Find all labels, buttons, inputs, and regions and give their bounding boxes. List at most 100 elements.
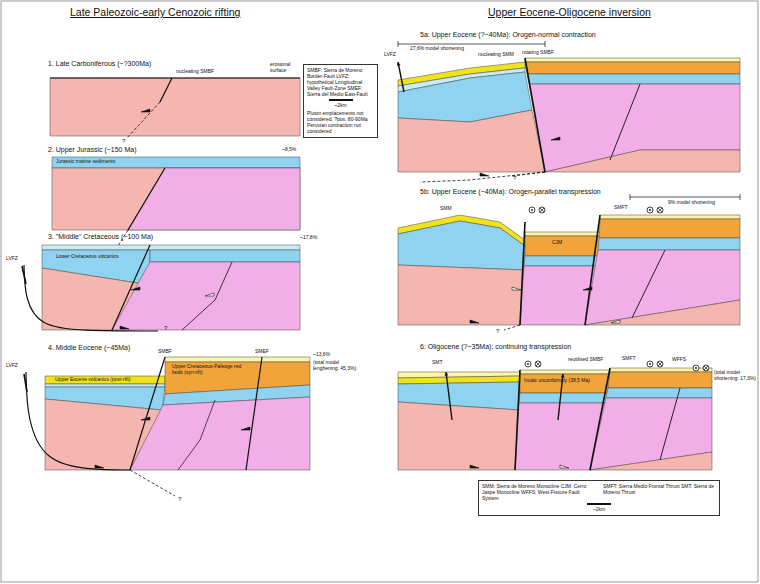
fault-label: SMFT (614, 205, 628, 211)
out-of-plane-symbol (529, 207, 535, 213)
fault-label: nucleating SMM (478, 52, 514, 58)
slip-arrow (131, 287, 140, 290)
rock-unit (524, 256, 599, 266)
rock-unit (112, 262, 300, 330)
out-of-plane-symbol (647, 361, 653, 367)
slip-arrow (141, 109, 150, 112)
column-heading: Late Paleozoic-early Cenozoic rifting (70, 6, 240, 18)
scale-label: ~2km (307, 102, 374, 108)
fault-line (660, 388, 680, 460)
fault-line (585, 215, 600, 325)
out-of-plane-symbol (693, 365, 699, 371)
rock-unit (525, 58, 740, 62)
shortening-value: 9% model shortening (668, 200, 715, 206)
fault-label: rotating SMBF (522, 50, 554, 56)
rock-unit (42, 245, 300, 250)
rock-unit (598, 238, 740, 250)
rock-unit (398, 110, 545, 172)
shortening-value: 27,6% model shortening (410, 46, 464, 52)
panel-title: 2. Upper Jurassic (~150 Ma) (48, 146, 137, 154)
scale-label: ~2km (482, 506, 716, 512)
fault-line (182, 262, 232, 330)
rock-unit (520, 370, 610, 374)
rock-unit (52, 168, 300, 230)
fault-line (632, 250, 665, 318)
unit-label: Lower Cretaceous volcanics (56, 254, 119, 260)
slip-arrow (470, 465, 479, 468)
fault-label: reutilised SMBF (568, 357, 603, 363)
fault-line (610, 84, 640, 160)
unit-label: Jurassic marine sediments (56, 159, 115, 165)
dimension-line (398, 44, 545, 45)
out-of-plane-dot (527, 363, 529, 365)
fault-line (178, 400, 215, 470)
arrow-head (445, 372, 449, 376)
rock-unit (585, 300, 740, 325)
detachment-line (24, 265, 158, 331)
rock-unit (128, 168, 300, 230)
note: (total model lenghening: 45,3%) (313, 360, 357, 372)
fault-line (515, 370, 520, 470)
rock-unit (525, 236, 600, 256)
slip-arrow (141, 417, 150, 420)
into-plane-cross (536, 362, 540, 366)
note: erosional surface (270, 62, 298, 74)
panel-title: 6: Oligocene (?~35Ma): continuing transp… (420, 343, 571, 351)
abbreviation-text: SMM: Sierra de Moreno Monocline CJM: Cer… (482, 483, 595, 501)
extension-value: ~17,8% (300, 235, 317, 241)
rock-unit (585, 250, 740, 325)
slip-arrow (24, 374, 27, 392)
rock-unit (130, 397, 310, 470)
rock-unit (599, 219, 740, 238)
slip-arrow (241, 427, 250, 430)
extension-value: ~13,6% (313, 352, 330, 358)
into-plane-cross (658, 208, 662, 212)
rock-unit (525, 62, 740, 74)
fault-line (590, 368, 610, 470)
rock-unit (52, 157, 300, 168)
fault-line (160, 78, 172, 102)
query-mark: ? (122, 138, 125, 145)
fault-label: SMEF (255, 349, 269, 355)
slip-arrow (512, 287, 521, 290)
out-of-plane-dot (531, 209, 533, 211)
fault-label: WFFS (672, 357, 686, 363)
rock-unit (529, 84, 740, 172)
fault-line (130, 357, 165, 470)
rock-unit (45, 376, 165, 384)
fault-line (127, 102, 160, 138)
fault-label: CJM (552, 240, 562, 246)
note: (total model shortening: 17,3%) (714, 370, 756, 382)
slip-arrow (22, 266, 26, 284)
rock-unit (398, 221, 525, 270)
into-plane-symbol (539, 207, 545, 213)
fault-label: SMBF (158, 349, 172, 355)
abbreviation-text: SMFT: Sierra Medio Frontal Thrust SMT: S… (603, 483, 716, 501)
column-heading: Upper Eocene-Oligocene inversion (488, 6, 651, 18)
fault-label: LVFZ (384, 52, 396, 58)
rock-unit (50, 78, 300, 136)
rock-unit (527, 74, 740, 84)
rock-unit (165, 357, 310, 362)
rock-unit (608, 372, 712, 388)
fault-label: nucleating SMBF (176, 69, 214, 75)
panel-title: 5b: Upper Eocene (~40Ma): Orogen-paralle… (420, 188, 601, 196)
fault-label: SMFT (622, 356, 636, 362)
extension-value: ~8,5% (282, 147, 296, 153)
into-plane-cross (658, 362, 662, 366)
into-plane-cross (704, 366, 708, 370)
dimension-tick (630, 194, 631, 200)
unit-label: Upper Cretaceous-Paleoge red beds (syn-r… (172, 364, 252, 376)
fault-line (130, 470, 175, 496)
into-plane-cross (540, 208, 544, 212)
rock-unit (45, 384, 165, 387)
dimension-tick (398, 41, 399, 47)
slip-arrow (470, 320, 479, 323)
dimension-line (630, 197, 740, 198)
fault-line (128, 168, 165, 230)
into-plane-cross (658, 208, 662, 212)
fault-line (504, 325, 520, 330)
fault-line (525, 58, 545, 172)
